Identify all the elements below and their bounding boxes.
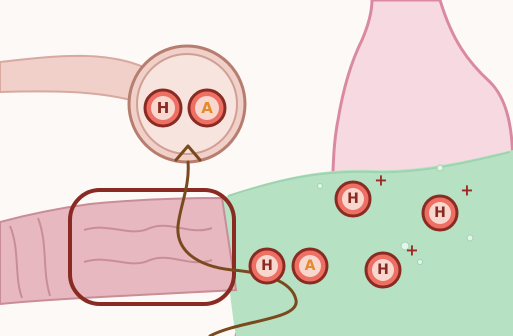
gut-h-label: H	[261, 258, 273, 274]
proton-3-label: H	[377, 262, 389, 278]
vessel-a-label: A	[201, 99, 213, 117]
proton-1-charge: +	[374, 171, 387, 190]
proton-1-label: H	[347, 191, 359, 207]
proton-2-label: H	[434, 205, 446, 221]
vessel-h-label: H	[157, 99, 170, 117]
intestine	[0, 198, 236, 304]
gut-a-label: A	[305, 258, 316, 274]
proton-2-charge: +	[460, 181, 473, 200]
proton-3-charge: +	[405, 241, 418, 260]
gastric-acid	[222, 150, 513, 336]
